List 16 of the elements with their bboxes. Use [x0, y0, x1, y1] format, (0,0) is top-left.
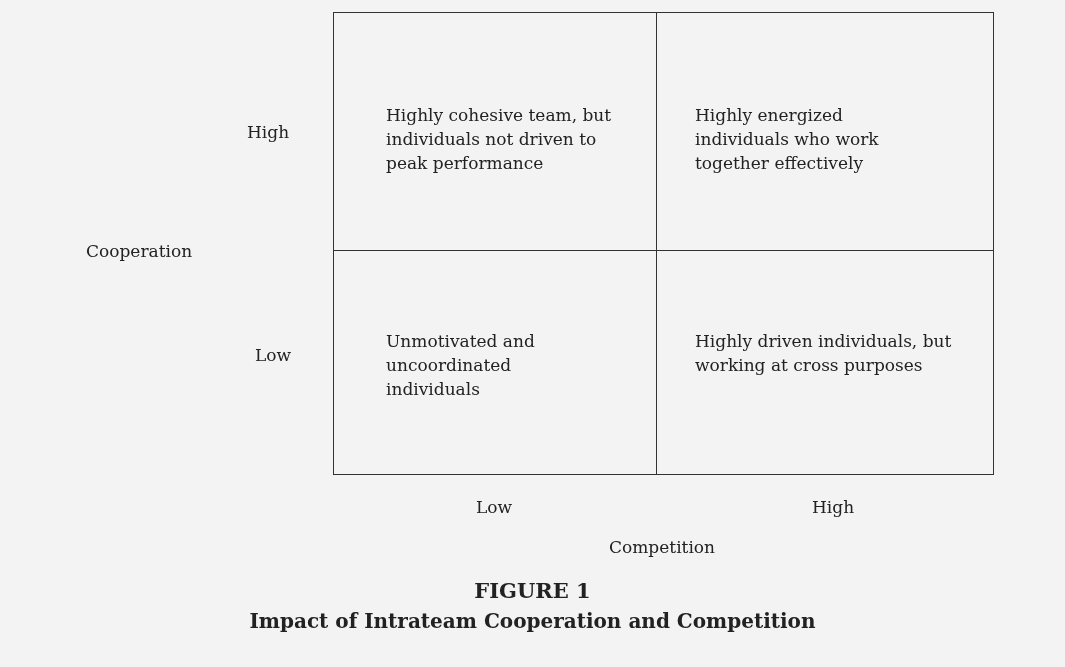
quadrant-text: Highly driven individuals, but working at cross purposes — [695, 330, 953, 377]
figure-caption: Impact of Intrateam Cooperation and Competition — [248, 609, 817, 633]
axis-title: Competition — [609, 537, 716, 557]
quadrant-box — [333, 12, 657, 251]
quadrant-box — [656, 12, 994, 251]
axis-tick-label: High — [812, 497, 855, 517]
axis-tick-label: Low — [255, 345, 292, 365]
quadrant-box — [333, 250, 657, 475]
axis-tick-label: High — [247, 122, 290, 142]
figure-number: FIGURE 1 — [473, 578, 592, 603]
quadrant-text: Unmotivated and uncoordinated individuals — [386, 330, 536, 401]
quadrant-text: Highly cohesive team, but individuals not driven to peak performance — [386, 104, 613, 175]
quadrant-text: Highly energized individuals who work together effectively — [695, 104, 880, 175]
axis-tick-label: Low — [476, 497, 513, 517]
quadrant-box — [656, 250, 994, 475]
axis-title: Cooperation — [86, 241, 193, 261]
